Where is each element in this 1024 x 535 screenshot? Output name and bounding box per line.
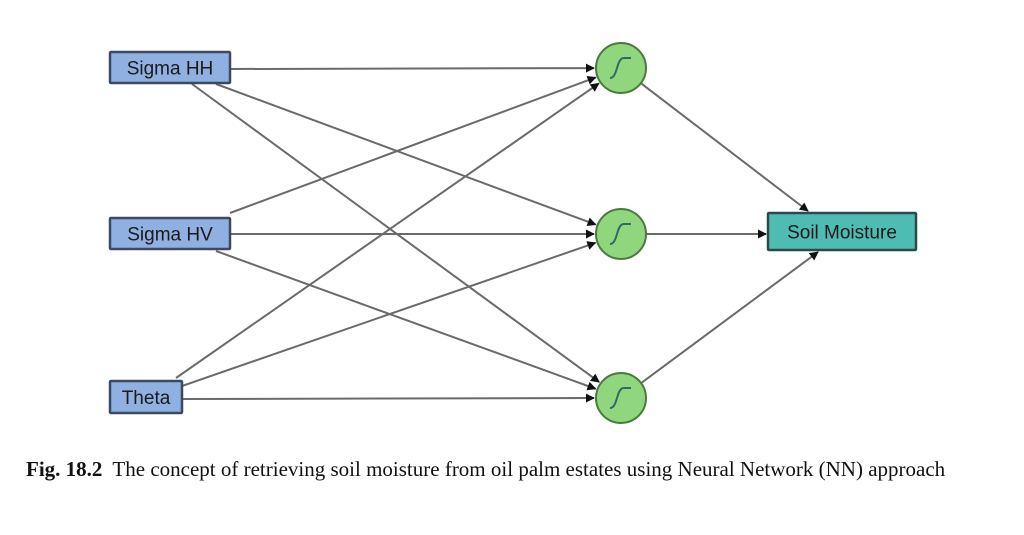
- sigmoid-icon: [609, 57, 631, 79]
- input-node-sigma-hv: Sigma HV: [108, 216, 232, 251]
- input-node-sigma-hh: Sigma HH: [108, 50, 232, 85]
- nodes: Sigma HH Sigma HV Theta Soil Moisture: [108, 42, 918, 424]
- edge-in0-h1: [215, 83, 597, 227]
- figure-label: Fig. 18.2: [26, 457, 103, 481]
- edge-in1-h2: [215, 250, 597, 391]
- input-node-theta: Theta: [108, 379, 184, 415]
- hidden-node-h0: [595, 42, 647, 94]
- neural-network-diagram: Sigma HH Sigma HV Theta Soil Moisture: [108, 42, 918, 424]
- edge-h2-out: [640, 251, 819, 384]
- edge-in0-h0: [229, 63, 595, 73]
- output-node-soil-moisture: Soil Moisture: [766, 211, 918, 252]
- figure-caption-text: The concept of retrieving soil moisture …: [112, 457, 946, 481]
- input-node-label: Theta: [122, 388, 171, 409]
- edge-in2-h1: [181, 241, 597, 387]
- edge-in1-h0: [229, 75, 597, 214]
- figure-caption: Fig. 18.2 The concept of retrieving soil …: [26, 455, 1006, 484]
- input-node-label: Sigma HV: [127, 225, 213, 246]
- hidden-node-h2: [595, 372, 647, 424]
- edge-h0-out: [640, 82, 809, 212]
- edge-in2-h2: [181, 393, 595, 403]
- sigmoid-icon: [609, 387, 631, 409]
- output-node-label: Soil Moisture: [787, 223, 897, 244]
- input-node-label: Sigma HH: [127, 59, 214, 80]
- edges: [175, 63, 819, 403]
- edge-in2-h0: [175, 82, 600, 379]
- hidden-node-h1: [595, 208, 647, 260]
- sigmoid-icon: [609, 223, 631, 245]
